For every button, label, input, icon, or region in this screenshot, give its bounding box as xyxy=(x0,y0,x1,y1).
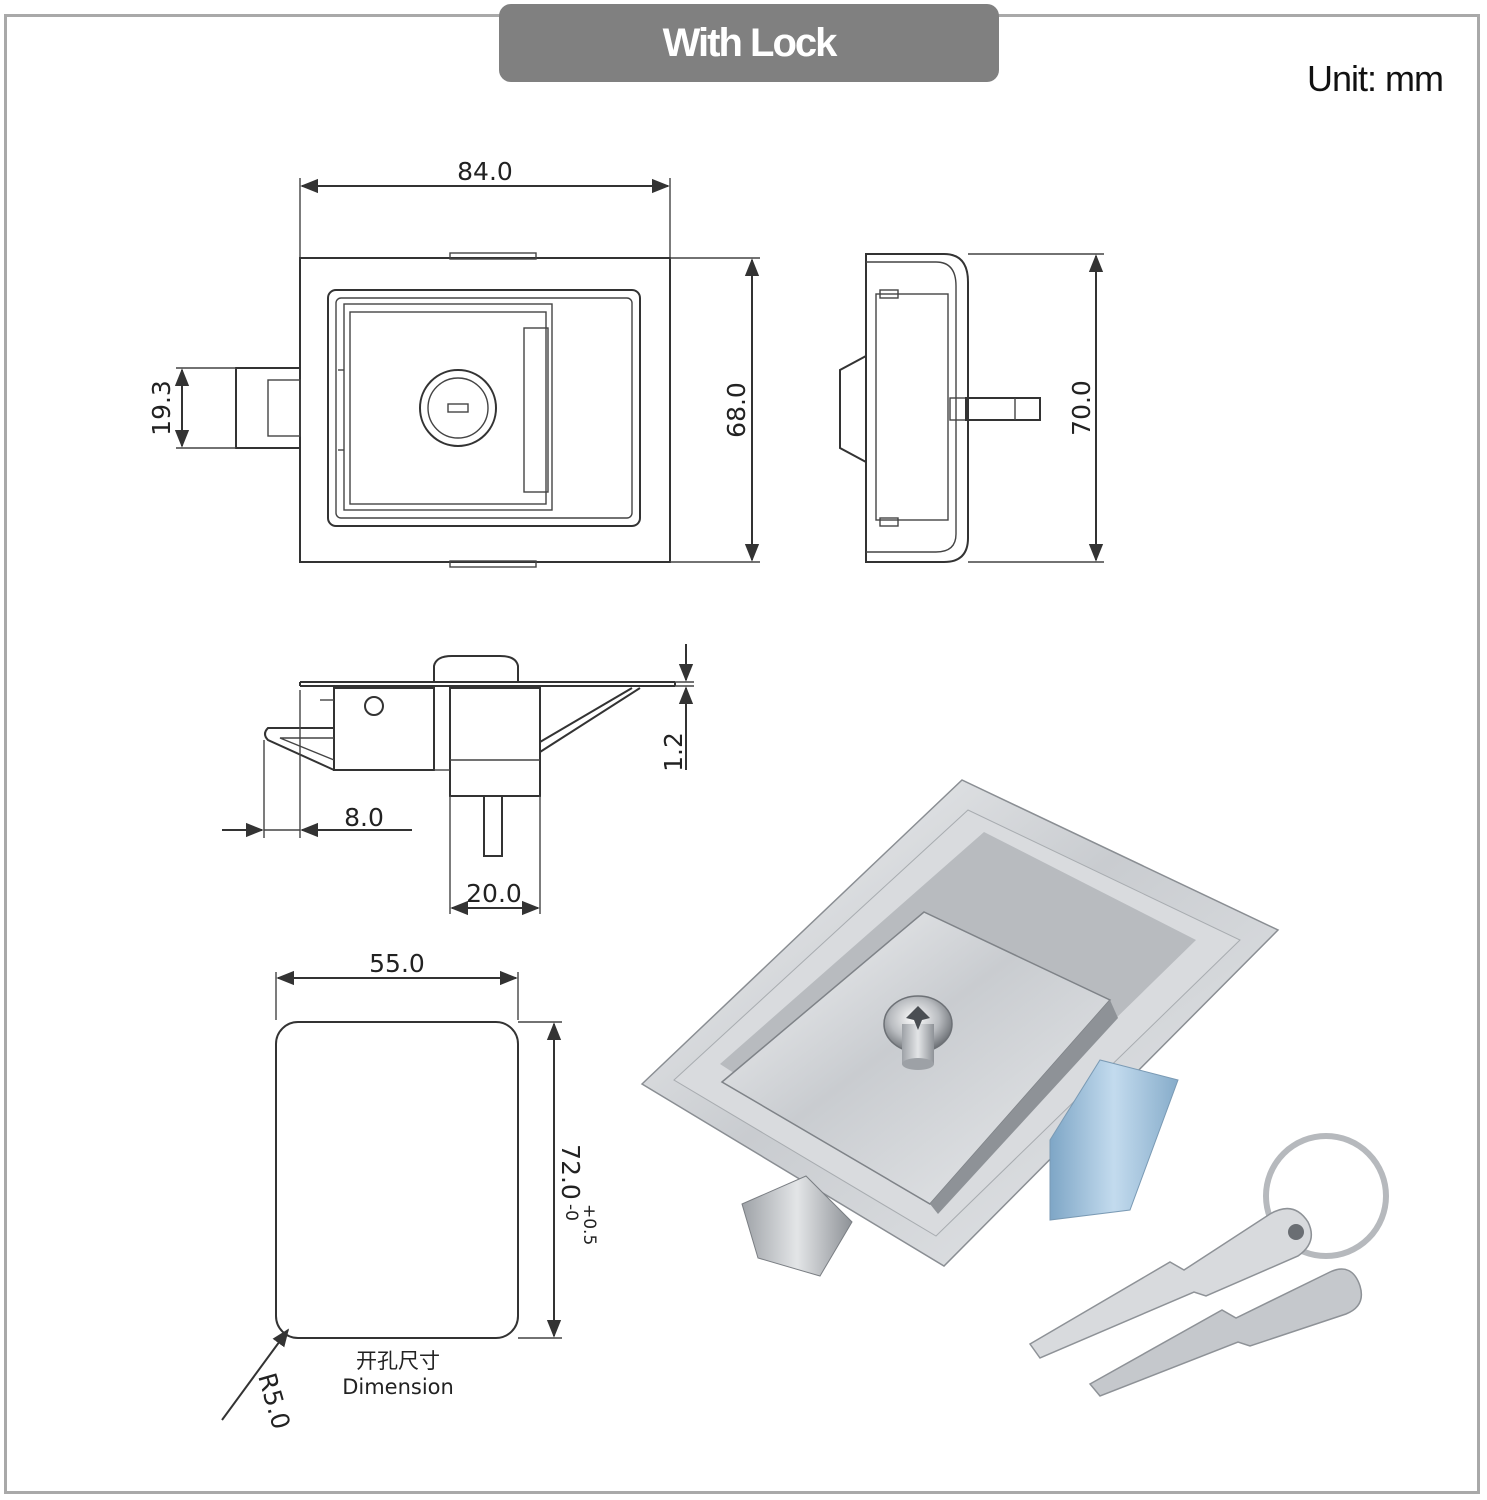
front-height-label: 68.0 xyxy=(722,382,751,438)
corner-radius-label: R5.0 xyxy=(252,1370,296,1433)
front-view: 84.0 19.3 68.0 xyxy=(147,157,760,568)
cutout-tol-plus-label: +0.5 xyxy=(579,1204,599,1245)
body-depth-label: 20.0 xyxy=(466,879,522,908)
bolt-height-label: 19.3 xyxy=(147,380,176,436)
cutout-tol-minus-label: -0 xyxy=(561,1204,581,1221)
key-icon-2 xyxy=(1028,1207,1313,1359)
bottom-body xyxy=(449,687,541,797)
latch-offset-label: 8.0 xyxy=(344,803,384,832)
product-photo xyxy=(640,779,1280,1277)
cutout-view: 55.0 72.0 +0.5 -0 R5.0 开孔尺寸 Dimension xyxy=(221,949,599,1433)
front-width-label: 84.0 xyxy=(457,157,513,186)
bottom-spindle xyxy=(483,795,503,857)
cutout-outline xyxy=(275,1021,519,1339)
key-ring-icon xyxy=(1263,1133,1389,1259)
cutout-caption-en: Dimension xyxy=(342,1375,454,1399)
key-set-icon xyxy=(1028,1133,1389,1397)
latch-bolt xyxy=(741,1175,853,1277)
unit-label: Unit: mm xyxy=(1307,58,1444,99)
bottom-view: 8.0 20.0 1.2 xyxy=(222,644,694,916)
side-view: 70.0 xyxy=(839,253,1104,563)
keyhole-icon xyxy=(447,403,469,413)
cutout-width-label: 55.0 xyxy=(369,949,425,978)
bottom-lock-cap xyxy=(433,655,519,682)
flange-thickness-label: 1.2 xyxy=(659,732,688,772)
side-flange xyxy=(865,253,969,563)
front-lock-cylinder xyxy=(419,369,497,447)
key-icon xyxy=(1088,1268,1363,1397)
cutout-caption-cn: 开孔尺寸 xyxy=(356,1349,440,1373)
cutout-height-label: 72.0 xyxy=(556,1144,585,1200)
zinc-latch-tongue xyxy=(1049,1059,1179,1221)
title-banner: With Lock xyxy=(499,4,999,82)
side-height-label: 70.0 xyxy=(1067,380,1096,436)
